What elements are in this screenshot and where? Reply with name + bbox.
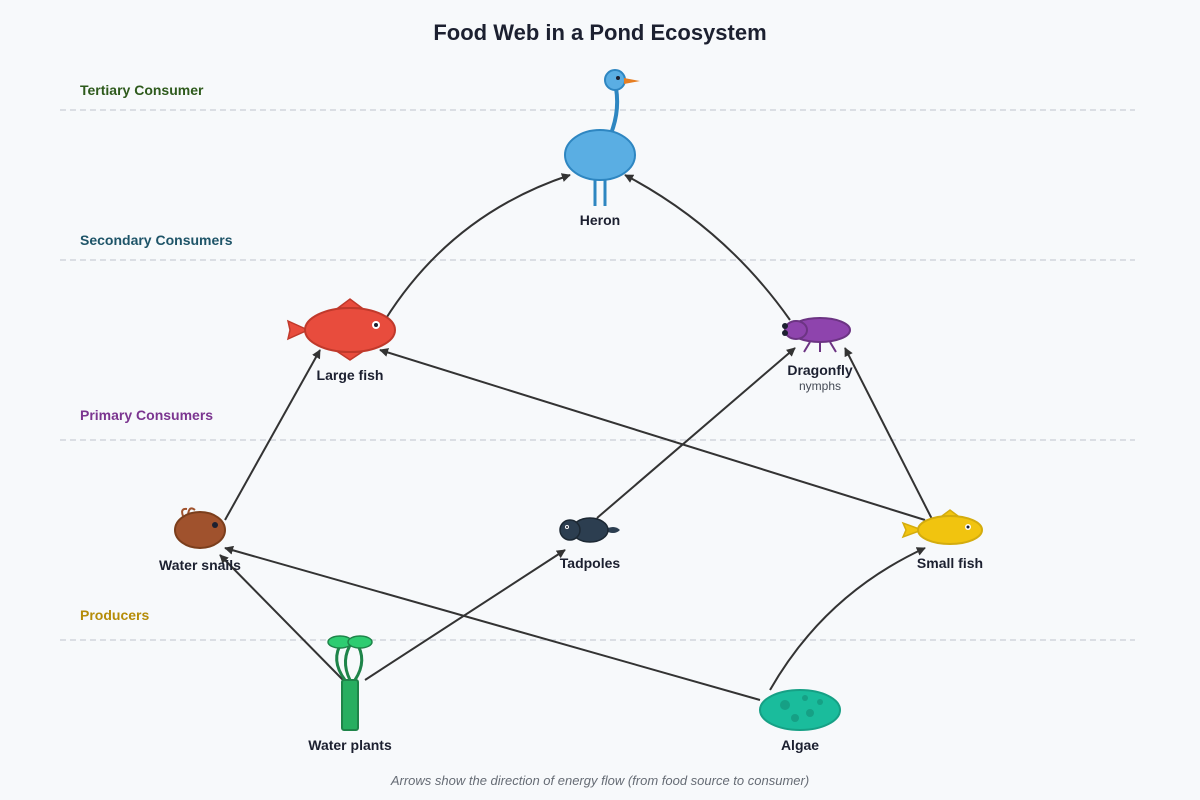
node-water-snails: Water snails xyxy=(159,507,241,573)
node-dragonfly-nymphs: Dragonfly nymphs xyxy=(782,317,853,393)
algae-icon xyxy=(759,689,841,731)
node-water-plants: Water plants xyxy=(308,635,392,753)
snail-icon xyxy=(174,507,226,549)
level-label-primary: Primary Consumers xyxy=(80,407,213,423)
node-label-water-snails: Water snails xyxy=(159,557,241,573)
arrow-tadpoles-to-dragonfly xyxy=(596,347,796,519)
diagram-title: Food Web in a Pond Ecosystem xyxy=(433,20,766,45)
node-label-dragonfly: Dragonfly xyxy=(787,362,853,378)
node-label-water-plants: Water plants xyxy=(308,737,392,753)
large-fish-icon xyxy=(286,298,396,361)
arrow-water-snails-to-large-fish xyxy=(224,349,321,521)
node-label-large-fish: Large fish xyxy=(317,367,384,383)
diagram-caption: Arrows show the direction of energy flow… xyxy=(390,773,809,788)
arrow-water-plants-to-water-snails xyxy=(219,554,344,681)
arrow-algae-to-small-fish xyxy=(769,547,926,691)
arrow-water-plants-to-tadpoles xyxy=(364,549,566,681)
node-heron: Heron xyxy=(564,69,640,228)
node-label-algae: Algae xyxy=(781,737,819,753)
arrow-dragonfly-to-heron xyxy=(624,174,791,321)
node-label-small-fish: Small fish xyxy=(917,555,983,571)
level-label-producers: Producers xyxy=(80,607,149,623)
water-plant-icon xyxy=(327,635,373,731)
arrow-algae-to-water-snails xyxy=(224,545,761,701)
node-tadpoles: Tadpoles xyxy=(559,517,621,571)
small-fish-icon xyxy=(901,509,983,545)
level-label-tertiary: Tertiary Consumer xyxy=(80,82,204,98)
node-label-heron: Heron xyxy=(580,212,620,228)
node-algae: Algae xyxy=(759,689,841,753)
node-large-fish: Large fish xyxy=(286,298,396,383)
node-sublabel-dragonfly: nymphs xyxy=(799,379,841,393)
arrow-large-fish-to-heron xyxy=(384,173,571,321)
level-label-secondary: Secondary Consumers xyxy=(80,232,233,248)
tadpole-icon xyxy=(559,517,620,543)
node-label-tadpoles: Tadpoles xyxy=(560,555,621,571)
node-small-fish: Small fish xyxy=(901,509,983,571)
heron-icon xyxy=(564,69,640,206)
arrow-small-fish-to-dragonfly xyxy=(844,347,936,526)
energy-flow-arrows xyxy=(219,173,936,701)
dragonfly-nymph-icon xyxy=(782,317,851,353)
arrow-small-fish-to-large-fish xyxy=(379,348,926,521)
